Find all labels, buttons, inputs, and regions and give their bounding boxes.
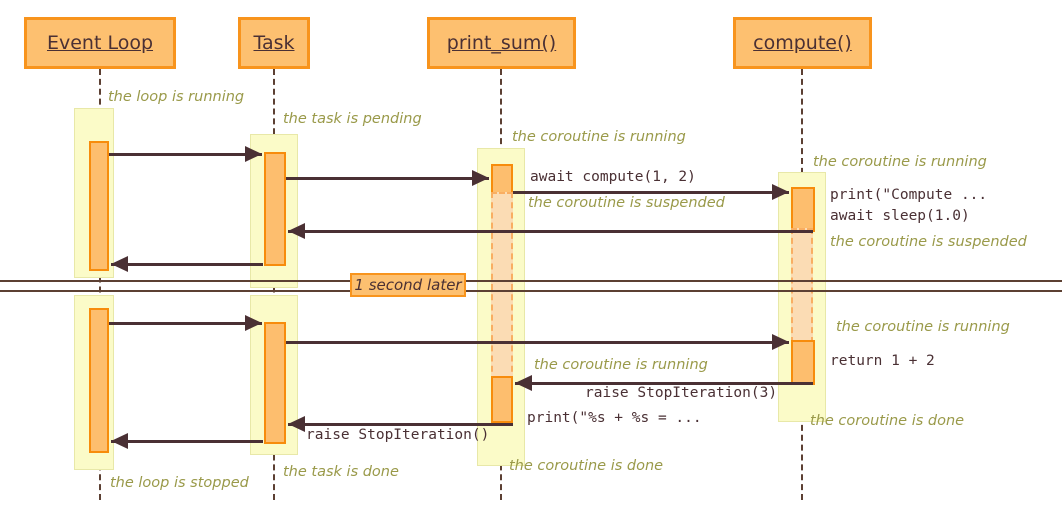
note-note-task-done: the task is done bbox=[283, 464, 399, 480]
activation-compute-run-1 bbox=[791, 187, 815, 232]
note-note-loop-stopped: the loop is stopped bbox=[110, 475, 249, 491]
message-arrowhead-task-to-compute-2 bbox=[772, 334, 789, 350]
message-arrowhead-compute-to-printsum bbox=[515, 375, 532, 391]
divider-label: 1 second later bbox=[354, 276, 462, 294]
activation-compute-suspended bbox=[791, 228, 813, 343]
note-note-coroutine-done-compute: the coroutine is done bbox=[810, 413, 965, 429]
participant-task[interactable]: Task bbox=[238, 17, 310, 69]
note-note-coroutine-suspended-printsum: the coroutine is suspended bbox=[528, 195, 725, 211]
message-label-code-raise-stopiteration-3: raise StopIteration(3) bbox=[585, 385, 778, 401]
note-note-coroutine-running-printsum: the coroutine is running bbox=[512, 129, 686, 145]
note-note-task-pending: the task is pending bbox=[283, 111, 422, 127]
message-line-task-to-loop-2 bbox=[111, 440, 263, 443]
divider-line-bottom bbox=[0, 290, 1062, 292]
message-label-code-return: return 1 + 2 bbox=[830, 353, 935, 369]
message-label-code-print-compute: print("Compute ... bbox=[830, 187, 988, 203]
lifeline-event-loop bbox=[99, 69, 101, 500]
message-label-code-await-compute: await compute(1, 2) bbox=[530, 169, 696, 185]
participant-print-sum[interactable]: print_sum() bbox=[427, 17, 576, 69]
activation-event-loop-run-1 bbox=[89, 141, 109, 271]
message-line-printsum-to-compute bbox=[513, 191, 789, 194]
message-line-printsum-to-task-2 bbox=[288, 423, 513, 426]
note-note-coroutine-done-printsum: the coroutine is done bbox=[509, 458, 664, 474]
message-arrowhead-task-to-loop-2 bbox=[111, 433, 128, 449]
note-note-coroutine-running-compute: the coroutine is running bbox=[813, 154, 987, 170]
message-arrowhead-loop-to-task-2 bbox=[245, 315, 262, 331]
message-line-loop-to-task-2 bbox=[109, 322, 262, 325]
note-note-coroutine-running-compute-2: the coroutine is running bbox=[836, 319, 1010, 335]
activation-task-pending-2 bbox=[264, 322, 286, 444]
divider-box: 1 second later bbox=[350, 273, 466, 297]
activation-print-sum-suspended bbox=[491, 192, 513, 382]
divider-line-top bbox=[0, 280, 1062, 282]
note-note-coroutine-running-printsum-2: the coroutine is running bbox=[534, 357, 708, 373]
participant-label-compute: compute() bbox=[753, 32, 852, 54]
message-arrowhead-task-to-printsum-1 bbox=[472, 170, 489, 186]
participant-label-event-loop: Event Loop bbox=[46, 32, 154, 54]
activation-compute-run-2 bbox=[791, 340, 815, 385]
message-line-compute-to-printsum bbox=[515, 382, 813, 385]
message-label-code-print-sum-result: print("%s + %s = ... bbox=[527, 410, 702, 426]
message-arrowhead-loop-to-task-1 bbox=[245, 146, 262, 162]
participant-event-loop[interactable]: Event Loop bbox=[24, 17, 176, 69]
message-arrowhead-compute-to-task-1 bbox=[288, 223, 305, 239]
message-line-task-to-loop-1 bbox=[111, 263, 263, 266]
message-line-task-to-printsum-1 bbox=[286, 177, 489, 180]
message-arrowhead-printsum-to-compute bbox=[772, 184, 789, 200]
participant-label-task: Task bbox=[253, 32, 295, 54]
message-arrowhead-printsum-to-task-2 bbox=[288, 416, 305, 432]
participant-compute[interactable]: compute() bbox=[733, 17, 872, 69]
note-note-coroutine-suspended-compute: the coroutine is suspended bbox=[830, 234, 1027, 250]
activation-print-sum-run-2 bbox=[491, 376, 513, 423]
participant-label-print-sum: print_sum() bbox=[446, 32, 557, 54]
message-line-compute-to-task-1 bbox=[288, 230, 813, 233]
message-arrowhead-task-to-loop-1 bbox=[111, 256, 128, 272]
activation-task-pending-1 bbox=[264, 152, 286, 266]
message-label-code-raise-stopiteration: raise StopIteration() bbox=[306, 427, 490, 443]
note-note-loop-running: the loop is running bbox=[108, 89, 245, 105]
message-line-loop-to-task-1 bbox=[109, 153, 262, 156]
activation-event-loop-run-2 bbox=[89, 308, 109, 453]
message-line-task-to-compute-2 bbox=[286, 341, 789, 344]
message-label-code-await-sleep: await sleep(1.0) bbox=[830, 208, 970, 224]
